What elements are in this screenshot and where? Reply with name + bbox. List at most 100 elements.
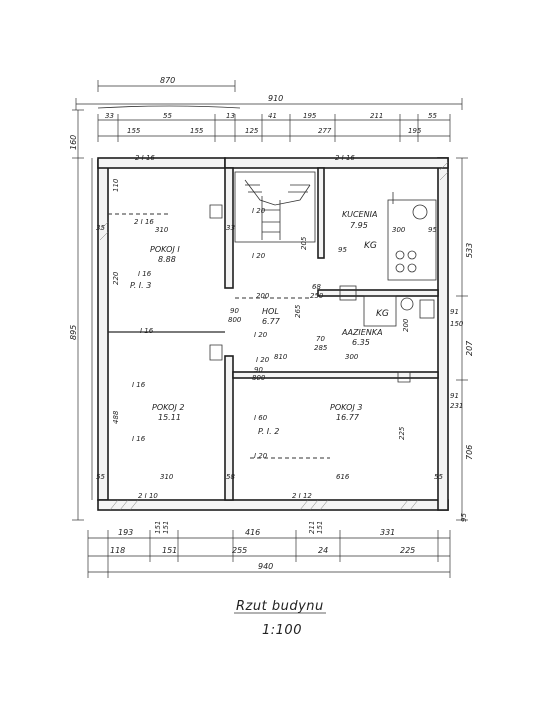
dim-label: 800 [252, 374, 266, 382]
beam-mark: 2 I 10 [138, 492, 158, 500]
kitchen-fixtures [387, 192, 437, 281]
beam-mark: I 60 [254, 414, 268, 422]
room-kuchnia-area: 7.95 [350, 221, 368, 230]
staircase [234, 171, 316, 243]
room-pokoj1-area: 8.88 [158, 255, 176, 264]
dim-label: 205 [300, 236, 308, 250]
dim-top-overall: 910 [268, 94, 283, 103]
room-hol-name: HOL [262, 307, 279, 316]
room-pokoj2-area: 15.11 [158, 413, 181, 422]
beam-mark: 2 I 12 [292, 492, 312, 500]
dim-label: 155 [127, 127, 141, 135]
dim-label: 810 [274, 353, 288, 361]
beam-mark: 2 I 16 [134, 218, 154, 226]
dim-label: 193 [118, 528, 133, 537]
dim-label: 533 [465, 243, 474, 258]
dim-label: 211 [370, 112, 383, 120]
dim-label: 70 [316, 335, 325, 343]
dim-label: 58 [226, 473, 235, 481]
beam-mark: I 16 [140, 327, 154, 335]
walls [97, 157, 449, 511]
beam-mark: I 16 [138, 270, 152, 278]
inner-dimensions: 310 310 616 95 200 300 200 265 205 225 8… [96, 224, 443, 481]
dim-label: 95 [428, 226, 437, 234]
dim-label: 68 [312, 283, 321, 291]
room-pokoj1-name: POKOJ I [150, 245, 180, 254]
dim-label: 231 [450, 402, 463, 410]
dim-label: 285 [314, 344, 328, 352]
dim-label: 151 [316, 521, 324, 534]
dim-label: 895 [69, 325, 78, 340]
dim-label: 616 [336, 473, 350, 481]
drawing-title: Rzut budynu [236, 599, 324, 614]
beam-mark: I 16 [132, 381, 146, 389]
dim-label: 220 [112, 271, 120, 285]
dim-label: 91 [450, 392, 459, 400]
dim-label: 195 [408, 127, 422, 135]
dim-label: 488 [112, 410, 120, 424]
dim-label: 940 [258, 562, 273, 571]
dim-label: 310 [160, 473, 174, 481]
room-pokoj3-area: 16.77 [336, 413, 360, 422]
dim-label: 90 [230, 307, 239, 315]
dim-label: 151 [162, 521, 170, 534]
dim-label: 300 [392, 226, 406, 234]
dim-label: 310 [155, 226, 169, 234]
dim-label: 706 [465, 445, 474, 460]
beam-mark: I 20 [254, 452, 268, 460]
dim-label: 118 [110, 546, 125, 555]
dim-label: 151 [162, 546, 177, 555]
dim-label: 151 [154, 521, 162, 534]
beam-mark: 2 I 16 [335, 154, 355, 162]
dim-label: 55 [428, 112, 437, 120]
wall-hatching [99, 161, 449, 511]
openings [108, 204, 411, 459]
beam-mark: I 20 [256, 356, 270, 364]
kg-mark: KG [364, 241, 377, 251]
beam-marks: 2 I 16 2 I 16 I 16 I 16 I 16 I 16 I 20 I… [132, 154, 355, 500]
dim-label: 277 [318, 127, 332, 135]
dim-label: 207 [465, 340, 474, 356]
dim-label: 225 [398, 426, 406, 440]
dim-label: 35 [96, 224, 105, 232]
room-lazienka-area: 6.35 [352, 338, 370, 347]
dim-label: 200 [402, 318, 410, 332]
room-lazienka-name: AAZIENKA [341, 328, 383, 337]
dim-label: 250 [310, 292, 324, 300]
room-pokoj2-name: POKOJ 2 [152, 403, 184, 412]
dim-label: 91 [450, 308, 459, 316]
dim-label: 331 [380, 528, 395, 537]
bathroom-fixtures [339, 285, 435, 327]
beam-mark: 2 I 16 [135, 154, 155, 162]
floor-note: P. I. 2 [258, 427, 279, 436]
left-dimensions: 160 895 110 220 488 [69, 109, 120, 521]
beam-mark: I 20 [252, 207, 266, 215]
dim-label: 195 [303, 112, 317, 120]
dim-label: 255 [232, 546, 247, 555]
dim-label: 225 [400, 546, 415, 555]
dim-label: 200 [256, 292, 270, 300]
dim-label: 90 [254, 366, 263, 374]
dim-label: 24 [318, 546, 328, 555]
dim-label: 33 [105, 112, 114, 120]
floor-note: P. I. 3 [130, 281, 151, 290]
dim-label: 110 [112, 178, 120, 192]
room-hol-area: 6.77 [262, 317, 281, 326]
kg-mark: KG [376, 309, 389, 319]
dim-label: 41 [268, 112, 277, 120]
dim-top-overall-left: 870 [160, 76, 175, 85]
top-dimensions: 870 910 33 55 13 41 195 211 55 155 155 1… [75, 76, 463, 142]
dim-label: 160 [69, 135, 78, 150]
drawing-scale: 1:100 [262, 623, 302, 638]
dim-label: 95 [338, 246, 347, 254]
dim-label: 125 [245, 127, 259, 135]
dim-label: 150 [450, 320, 464, 328]
right-dimensions: 533 91 150 207 91 231 706 95 [450, 157, 474, 522]
dim-label: 416 [245, 528, 260, 537]
dim-label: 155 [190, 127, 204, 135]
beam-mark: I 16 [132, 435, 146, 443]
dim-label: 800 [228, 316, 242, 324]
dim-label: 33 [226, 224, 235, 232]
room-labels: POKOJ I 8.88 KUCENIA 7.95 HOL 6.77 AAZIE… [130, 210, 389, 436]
